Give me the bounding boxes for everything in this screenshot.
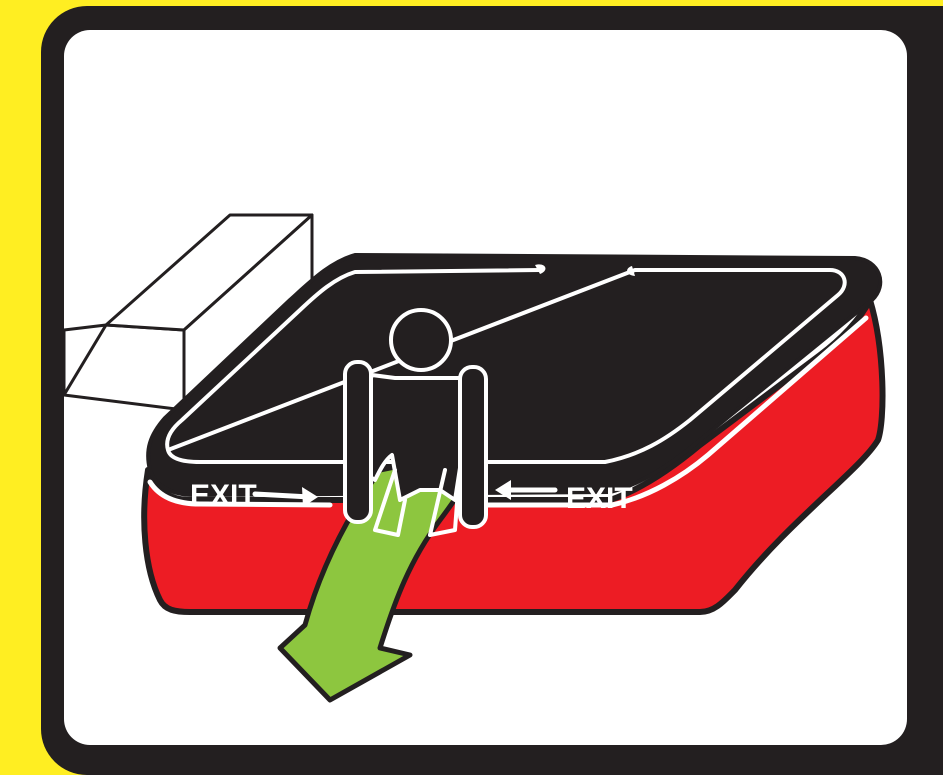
exit-left-label: EXIT [190, 479, 257, 512]
exit-right-label: EXIT [566, 482, 633, 515]
